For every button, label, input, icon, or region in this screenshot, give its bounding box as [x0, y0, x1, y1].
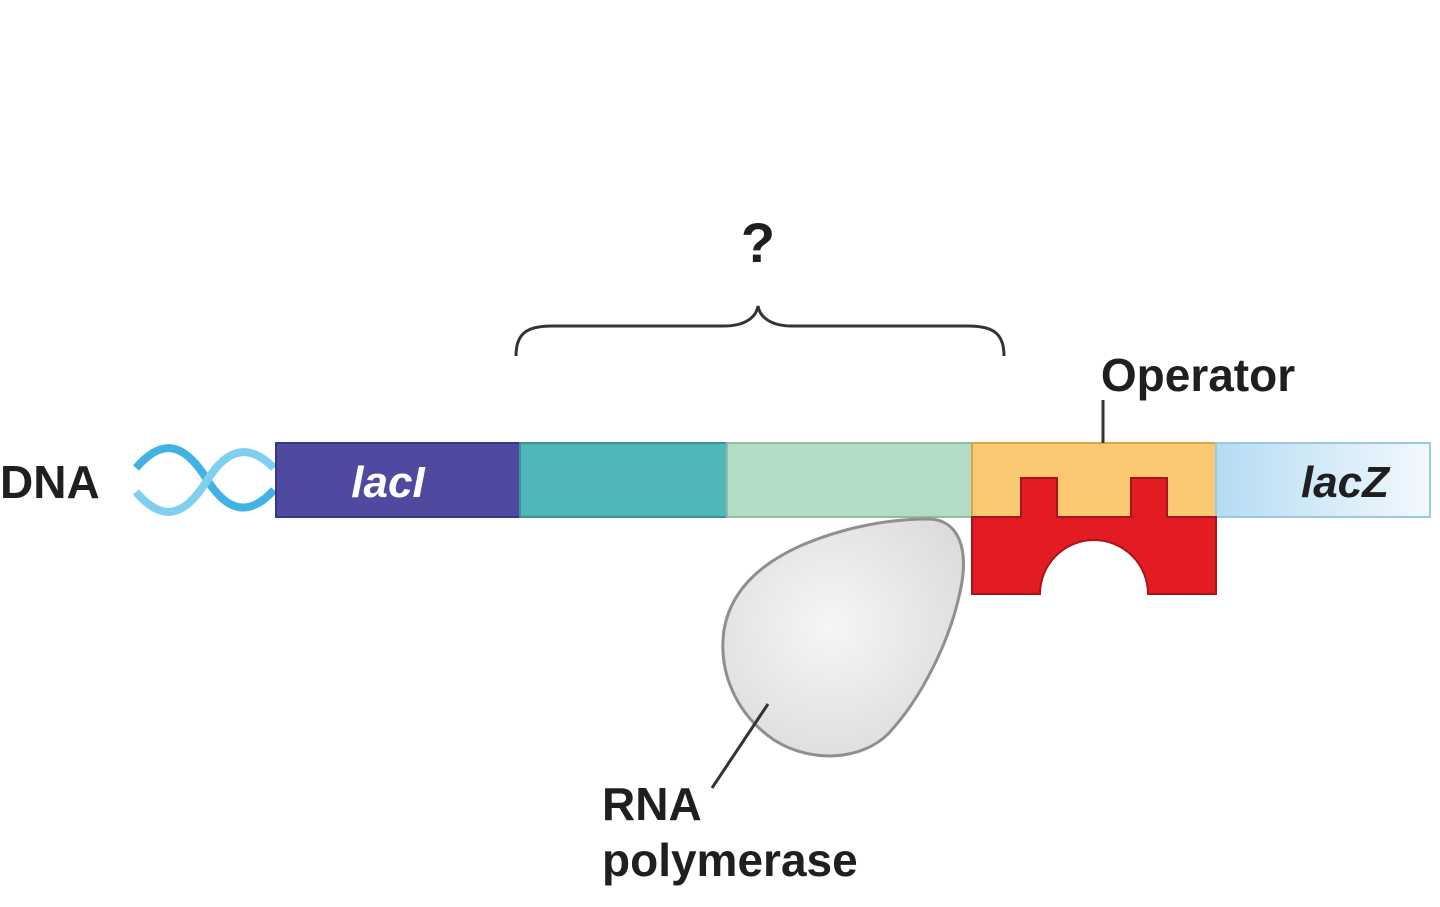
repressor-protein [971, 477, 1217, 595]
rna-polymerase-label-line1: RNA [602, 778, 702, 830]
lacz-gene-segment [1215, 442, 1431, 518]
lacz-label: lacZ [1301, 458, 1391, 507]
operator-label: Operator [1101, 349, 1295, 401]
region-brace [514, 305, 1006, 357]
dna-label: DNA [0, 456, 100, 508]
rna-polymerase-label-line2: polymerase [602, 834, 858, 886]
rna-polymerase-leader-line [710, 703, 770, 789]
unknown-region-segment-b [726, 442, 973, 518]
rna-polymerase-shape [721, 517, 965, 758]
question-mark-label: ? [741, 211, 775, 274]
laci-label: lacI [351, 458, 425, 507]
operator-segment [971, 442, 1217, 518]
unknown-region-segment-a [519, 442, 728, 518]
laci-gene-segment [275, 442, 521, 518]
dna-helix-icon [132, 444, 277, 516]
